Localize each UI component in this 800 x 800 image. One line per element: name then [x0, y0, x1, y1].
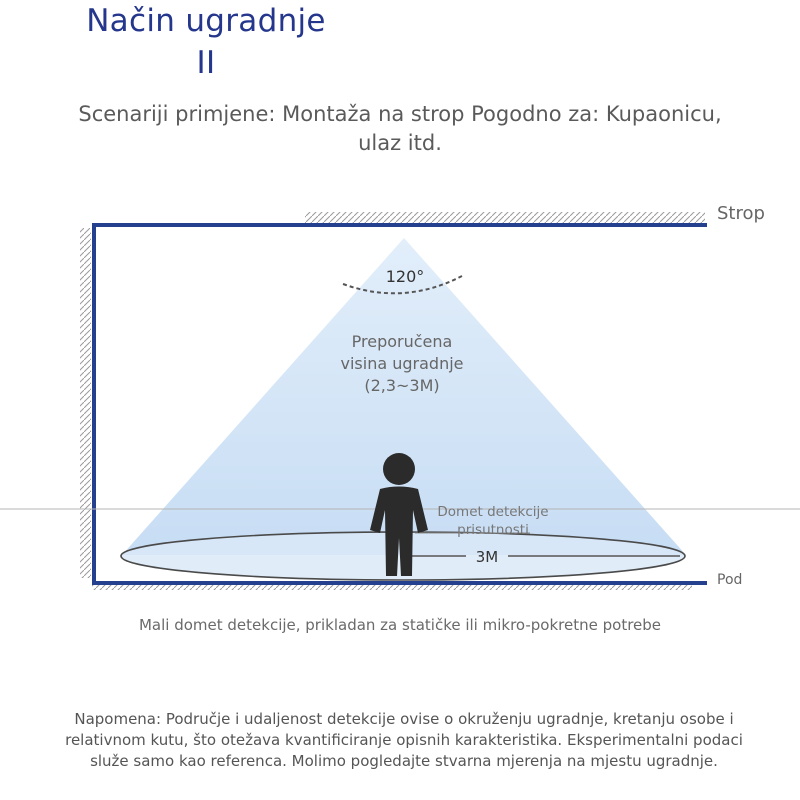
title-line-1: Način ugradnje: [86, 3, 326, 39]
title-line-2: II: [196, 45, 216, 81]
detection-cone: [122, 238, 686, 555]
height-label-1: Preporučena: [352, 332, 453, 351]
range-label: 3M: [476, 548, 499, 566]
caption: Mali domet detekcije, prikladan za stati…: [138, 616, 662, 634]
ceiling-hatch: [305, 212, 705, 223]
angle-label: 120°: [386, 267, 425, 286]
floor-hatch: [92, 584, 692, 590]
wall-hatch: [80, 228, 91, 578]
ceiling-label: Strop: [717, 203, 765, 224]
ceiling-line: [92, 223, 707, 583]
floor-label: Pod: [717, 572, 742, 588]
person-icon: [370, 453, 428, 576]
scenario-subtitle: Scenariji primjene: Montaža na strop Pog…: [78, 102, 722, 155]
presence-label-1: Domet detekcije: [437, 504, 548, 520]
presence-label-2: prisutnosti: [457, 522, 529, 538]
angle-arc: [342, 275, 463, 295]
height-label-2: visina ugradnje: [341, 354, 464, 373]
note: Napomena: Područje i udaljenost detekcij…: [65, 710, 743, 770]
height-label-3: (2,3~3M): [364, 376, 439, 395]
page-title: Način ugradnje II: [0, 0, 412, 84]
